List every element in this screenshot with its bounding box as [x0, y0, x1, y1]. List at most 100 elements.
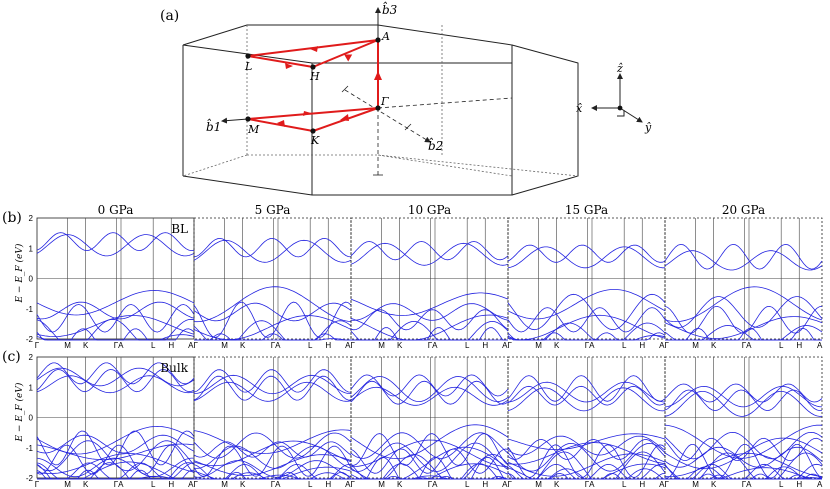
y-axis-label: E − E_F (eV)	[14, 243, 25, 303]
axis-b3-label: b̂3	[382, 0, 398, 17]
row-label: Bulk	[160, 361, 188, 375]
conduction-band	[193, 374, 352, 395]
valence-band	[350, 424, 509, 459]
k-tick-label: L	[465, 341, 470, 350]
conduction-band	[193, 239, 352, 263]
pressure-label: 0 GPa	[98, 203, 134, 217]
valence-band	[36, 443, 195, 461]
valence-band	[508, 468, 666, 480]
k-tick-label: K	[397, 341, 403, 350]
valence-band	[350, 309, 509, 331]
valence-band	[36, 334, 195, 341]
valence-band	[507, 439, 666, 460]
valence-band	[351, 327, 508, 341]
point-L: L	[244, 60, 252, 73]
conduction-band	[664, 243, 823, 270]
k-tick-label: L	[308, 341, 313, 350]
k-tick-label: M	[64, 480, 71, 489]
conduction-band	[36, 375, 195, 394]
k-tick-label: L	[151, 341, 156, 350]
valence-band	[193, 445, 352, 469]
valence-band	[507, 435, 666, 456]
valence-band	[507, 335, 666, 341]
conduction-band	[350, 241, 509, 261]
k-tick-label: AΓ	[345, 480, 355, 489]
conduction-band	[507, 387, 666, 412]
k-tick-label: AΓ	[188, 341, 198, 350]
k-tick-label: AΓ	[502, 341, 512, 350]
hidden-edges	[182, 25, 579, 177]
triad-z-label: ẑ	[616, 62, 623, 75]
valence-band	[36, 457, 194, 478]
k-tick-label: L	[308, 480, 313, 489]
conduction-band	[664, 383, 823, 403]
valence-band	[507, 444, 666, 478]
k-tick-label: M	[535, 480, 542, 489]
conduction-band	[350, 374, 509, 397]
valence-band	[194, 333, 351, 341]
k-tick-label: ΓA	[428, 341, 438, 350]
conduction-band	[507, 246, 665, 269]
valence-band	[193, 302, 352, 322]
axis-b1-label: b̂1	[206, 117, 221, 134]
conduction-band	[350, 242, 509, 266]
valence-band	[36, 430, 195, 466]
valence-band	[665, 444, 823, 479]
k-tick-label: M	[221, 341, 228, 350]
axis-b2-label: b̂2	[428, 136, 443, 153]
pressure-label: 15 GPa	[565, 203, 608, 217]
valence-band	[193, 432, 352, 459]
point-H: H	[309, 70, 320, 83]
valence-band	[507, 453, 666, 477]
y-tick-label: 1	[29, 244, 34, 253]
valence-band	[193, 429, 352, 454]
valence-band	[350, 303, 509, 321]
k-tick-label: AΓ	[188, 480, 198, 489]
k-tick-label: K	[711, 480, 717, 489]
valence-band	[36, 315, 195, 337]
k-tick-label: Γ	[35, 480, 40, 489]
y-axis-label: E − E_F (eV)	[14, 382, 25, 442]
conduction-band	[664, 391, 823, 417]
valence-band	[36, 425, 195, 455]
k-tick-label: ΓA	[114, 341, 124, 350]
triad-y-label: ŷ	[644, 121, 652, 134]
valence-band	[193, 440, 352, 467]
y-tick-label: -2	[26, 474, 34, 483]
k-tick-label: H	[796, 480, 802, 489]
k-tick-label: K	[83, 341, 89, 350]
conduction-band	[193, 237, 352, 258]
k-tick-label: H	[482, 480, 488, 489]
k-tick-label: H	[639, 341, 645, 350]
y-tick-label: 2	[29, 214, 34, 223]
conduction-band	[507, 381, 666, 403]
valence-band	[664, 463, 823, 480]
valence-band	[665, 327, 822, 341]
k-tick-label: K	[397, 480, 403, 489]
k-tick-label: ΓA	[271, 341, 281, 350]
valence-band	[507, 289, 666, 320]
valence-band	[193, 441, 352, 458]
y-tick-label: -1	[26, 305, 34, 314]
conduction-band	[507, 244, 666, 263]
y-tick-label: 2	[29, 353, 34, 362]
conduction-band	[193, 375, 352, 401]
valence-band	[36, 444, 195, 475]
panel-letter: (c)	[2, 349, 21, 365]
panel-a-label: (a)	[160, 8, 179, 24]
valence-band	[350, 442, 509, 472]
valence-band	[36, 434, 195, 454]
valence-band	[350, 432, 509, 459]
conduction-band	[193, 381, 352, 402]
point-A: A	[381, 30, 390, 43]
k-tick-label: ΓA	[742, 480, 752, 489]
k-tick-label: ΓA	[114, 480, 124, 489]
conduction-band	[36, 369, 195, 393]
valence-band	[36, 453, 195, 474]
k-tick-label: H	[639, 480, 645, 489]
